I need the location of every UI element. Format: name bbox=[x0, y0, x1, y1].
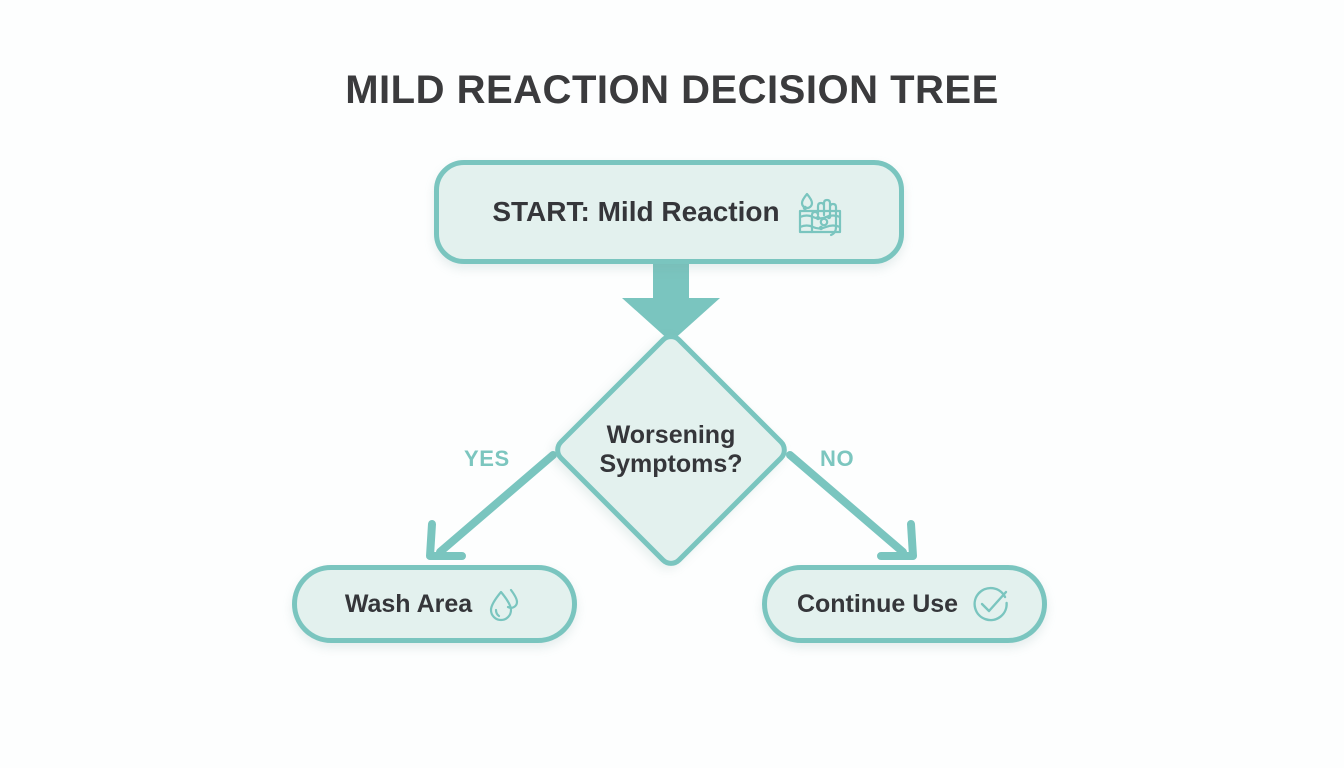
branch-label-no: NO bbox=[820, 446, 855, 471]
node-continue-use-label: Continue Use bbox=[796, 589, 959, 618]
decision-label-line2: Symptoms? bbox=[599, 450, 743, 478]
node-wash-area-label: Wash Area bbox=[344, 589, 473, 618]
branch-label-yes: YES bbox=[464, 446, 510, 471]
check-circle-icon bbox=[973, 586, 1008, 622]
water-droplet-icon bbox=[490, 588, 519, 622]
node-wash-area[interactable]: Wash Area bbox=[292, 565, 577, 643]
node-continue-use[interactable]: Continue Use bbox=[762, 565, 1047, 643]
page-title: MILD REACTION DECISION TREE bbox=[345, 68, 999, 112]
decision-label-group: Worsening Symptoms? bbox=[537, 328, 805, 572]
decision-label-line1: Worsening bbox=[606, 421, 736, 449]
node-start-label: START: Mild Reaction bbox=[492, 196, 780, 227]
node-start-mild-reaction[interactable]: START: Mild Reaction bbox=[434, 160, 904, 264]
node-decision-worsening-symptoms[interactable]: Worsening Symptoms? bbox=[537, 328, 805, 572]
hand-skin-reaction-icon bbox=[798, 192, 841, 237]
